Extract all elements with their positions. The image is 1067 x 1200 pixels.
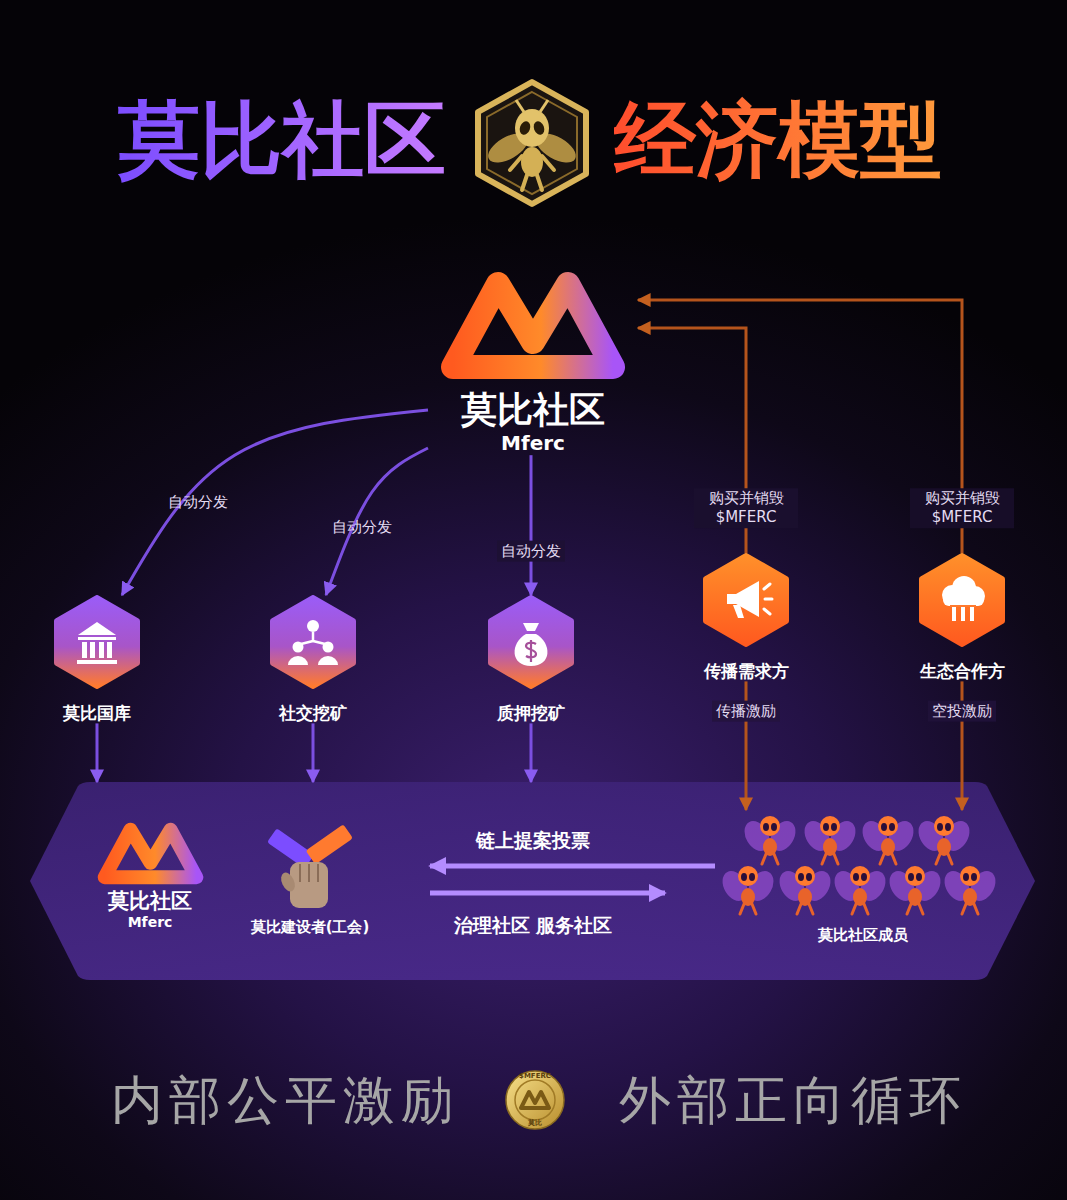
node-label: 质押挖矿 bbox=[471, 703, 591, 723]
edge-label: 自动分发 bbox=[497, 541, 565, 562]
icon-node: 莫比国库 bbox=[37, 595, 157, 723]
flow-arrow bbox=[530, 723, 533, 782]
icon-node: 质押挖矿 bbox=[471, 595, 591, 723]
edge-label: 传播激励 bbox=[712, 701, 780, 722]
node-label: 莫比建设者(工会) bbox=[230, 918, 390, 936]
node-icon bbox=[260, 820, 360, 912]
flow-arrow bbox=[530, 455, 533, 595]
node-icon bbox=[676, 553, 816, 647]
node-icon bbox=[37, 595, 157, 689]
edge-label: 自动分发 bbox=[328, 517, 396, 538]
edge-label: 空投激励 bbox=[928, 701, 996, 722]
node-label: 社交挖矿 bbox=[253, 703, 373, 723]
node-label: 传播需求方 bbox=[676, 661, 816, 681]
icon-node: 莫比建设者(工会) bbox=[230, 820, 390, 936]
node-icon bbox=[433, 262, 633, 384]
node-icon bbox=[892, 553, 1032, 647]
node-icon bbox=[253, 595, 373, 689]
node-icon bbox=[715, 810, 1010, 920]
icon-node: 莫比社区Mferc bbox=[85, 817, 215, 931]
icon-node: 莫比社区Mferc bbox=[428, 262, 638, 455]
edge-label: 购买并销毁 $MFERC bbox=[910, 488, 1014, 528]
node-label: 莫比社区成员 bbox=[715, 926, 1010, 944]
icon-node: 社交挖矿 bbox=[253, 595, 373, 723]
node-icon bbox=[85, 817, 215, 887]
icon-node: 莫比社区成员 bbox=[715, 810, 1010, 944]
node-icon bbox=[471, 595, 591, 689]
edge-label: 链上提案投票 bbox=[472, 828, 594, 854]
slogan: 内部公平激励 bbox=[111, 1069, 459, 1131]
edge-label: 自动分发 bbox=[164, 492, 232, 513]
flow-arrow bbox=[96, 723, 99, 782]
node-label: 生态合作方 bbox=[892, 661, 1032, 681]
edge-label: 购买并销毁 $MFERC bbox=[694, 488, 798, 528]
title-part: 经济模型 bbox=[614, 91, 942, 189]
flow-arrow bbox=[430, 891, 665, 896]
node-label: 莫比社区 bbox=[85, 889, 215, 914]
node-icon bbox=[93, 817, 208, 887]
flow-arrow bbox=[122, 410, 428, 595]
node-icon bbox=[52, 595, 142, 689]
community-band: 莫比社区Mferc 莫比建设者(工会) 莫比社区成员 bbox=[30, 782, 1035, 980]
node-icon bbox=[268, 595, 358, 689]
flow-arrow bbox=[430, 864, 715, 869]
node-sublabel: Mferc bbox=[85, 914, 215, 931]
node-icon bbox=[917, 553, 1007, 647]
node-icon bbox=[715, 810, 1010, 920]
title-emblem bbox=[472, 78, 592, 208]
coin-text: $MFERC bbox=[519, 1072, 551, 1080]
node-label: 莫比国库 bbox=[37, 703, 157, 723]
icon-node: 生态合作方 bbox=[892, 553, 1032, 681]
node-label: 莫比社区 bbox=[428, 388, 638, 431]
node-icon bbox=[486, 595, 576, 689]
flow-arrow bbox=[326, 448, 428, 595]
edge-label: 治理社区 服务社区 bbox=[450, 913, 617, 939]
flow-arrow bbox=[312, 723, 315, 782]
node-sublabel: Mferc bbox=[428, 431, 638, 455]
node-icon bbox=[701, 553, 791, 647]
slogan: 外部正向循环 bbox=[619, 1069, 967, 1131]
node-icon bbox=[428, 262, 638, 384]
diagram-title: 莫比社区 bbox=[118, 91, 446, 189]
node-icon bbox=[230, 820, 390, 912]
coin-text: 莫比 bbox=[528, 1119, 542, 1127]
icon-node: 传播需求方 bbox=[676, 553, 816, 681]
